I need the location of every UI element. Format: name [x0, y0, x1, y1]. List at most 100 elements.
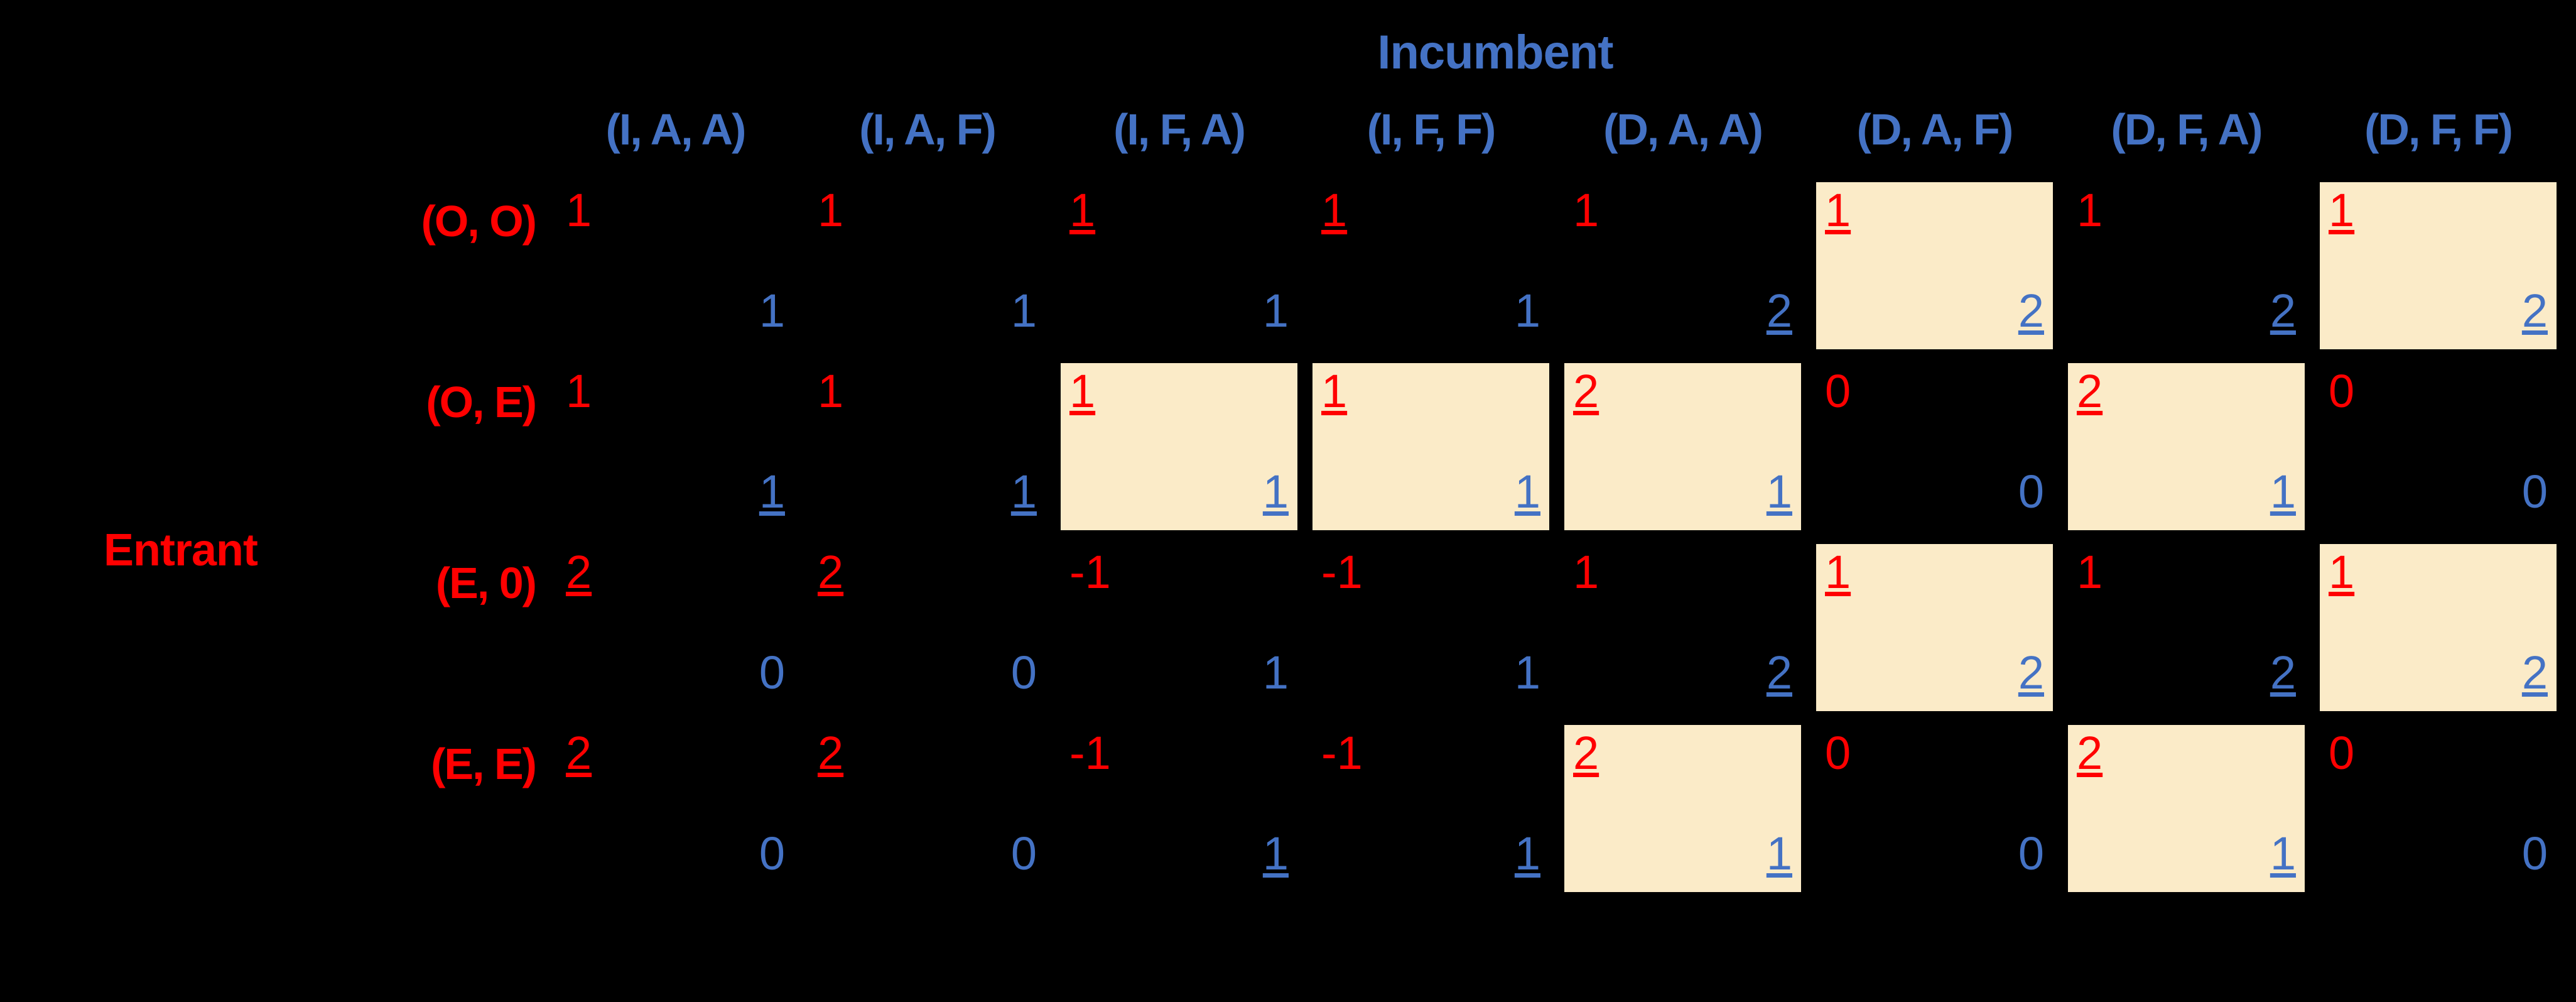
- entrant-payoff: 2: [1573, 365, 1599, 417]
- entrant-payoff: -1: [1069, 546, 1111, 598]
- entrant-payoff: 0: [2329, 365, 2355, 417]
- cell-background: [557, 544, 794, 711]
- row-header-1: (O, O): [421, 197, 537, 246]
- entrant-payoff: 0: [1825, 727, 1851, 779]
- entrant-payoff: 1: [566, 365, 592, 417]
- incumbent-payoff: 0: [2521, 827, 2548, 879]
- column-header-5: (D, A, A): [1603, 105, 1763, 154]
- cell-background: [1564, 544, 1801, 711]
- equilibrium-highlight: [1816, 544, 2053, 711]
- cell-background: [809, 182, 1046, 349]
- cell-background: [2320, 725, 2557, 892]
- incumbent-payoff: 0: [1010, 827, 1037, 879]
- entrant-payoff: 2: [566, 546, 592, 598]
- entrant-payoff: 2: [818, 727, 844, 779]
- incumbent-payoff: 0: [2521, 466, 2548, 518]
- cell-background: [1061, 182, 1297, 349]
- incumbent-payoff: 1: [1514, 827, 1540, 879]
- cell-background: [2068, 182, 2305, 349]
- entrant-payoff: 1: [2077, 184, 2103, 236]
- equilibrium-highlight: [2068, 363, 2305, 530]
- entrant-payoff: 1: [1825, 546, 1851, 598]
- entrant-payoff: 1: [1321, 184, 1348, 236]
- incumbent-payoff: 1: [759, 466, 785, 518]
- incumbent-payoff: 1: [1262, 827, 1289, 879]
- incumbent-payoff: 2: [2270, 646, 2296, 699]
- column-header-8: (D, F, F): [2364, 105, 2513, 154]
- payoff-cell-r3-c4: -1 1: [1305, 544, 1557, 725]
- incumbent-payoff: 1: [1262, 466, 1289, 518]
- incumbent-payoff: 1: [2270, 827, 2296, 879]
- incumbent-payoff: 0: [759, 646, 785, 699]
- entrant-payoff: 2: [2077, 365, 2103, 417]
- cell-background: [809, 544, 1046, 711]
- cell-background: [2320, 363, 2557, 530]
- incumbent-payoff: 2: [1766, 646, 1792, 699]
- entrant-payoff: 1: [1573, 184, 1599, 236]
- entrant-payoff: 1: [2329, 184, 2355, 236]
- equilibrium-highlight: [2320, 182, 2557, 349]
- incumbent-payoff: 2: [2521, 646, 2548, 699]
- cell-background: [557, 725, 794, 892]
- column-header-3: (I, F, A): [1113, 105, 1246, 154]
- column-header-7: (D, F, A): [2111, 105, 2263, 154]
- equilibrium-highlight: [1564, 363, 1801, 530]
- entrant-payoff: 2: [1573, 727, 1599, 779]
- cell-background: [1312, 182, 1549, 349]
- incumbent-payoff: 0: [1010, 646, 1037, 699]
- equilibrium-highlight: [2320, 544, 2557, 711]
- cell-background: [809, 725, 1046, 892]
- payoff-matrix-grid: (I, A, A)(I, A, F)(I, F, A)(I, F, F)(D, …: [421, 105, 2565, 906]
- incumbent-payoff: 1: [1514, 646, 1540, 699]
- entrant-player-label: Entrant: [104, 525, 258, 575]
- entrant-payoff: 1: [818, 365, 844, 417]
- payoff-cell-r3-c3: -1 1: [1053, 544, 1305, 725]
- entrant-payoff: 1: [566, 184, 592, 236]
- entrant-payoff: 2: [818, 546, 844, 598]
- incumbent-payoff: 0: [759, 827, 785, 879]
- equilibrium-highlight: [1564, 725, 1801, 892]
- incumbent-payoff: 1: [1514, 466, 1540, 518]
- incumbent-payoff: 1: [1262, 646, 1289, 699]
- cell-background: [557, 182, 794, 349]
- cell-background: [1564, 182, 1801, 349]
- entrant-payoff: 2: [566, 727, 592, 779]
- incumbent-payoff: 2: [1766, 285, 1792, 337]
- cell-background: [557, 363, 794, 530]
- column-header-2: (I, A, F): [859, 105, 997, 154]
- incumbent-payoff: 0: [2018, 827, 2044, 879]
- entrant-payoff: 1: [2329, 546, 2355, 598]
- incumbent-player-label-text: Incumbent: [1377, 26, 1613, 79]
- incumbent-payoff: 2: [2521, 285, 2548, 337]
- entrant-payoff: 1: [1825, 184, 1851, 236]
- incumbent-payoff: 1: [1010, 285, 1037, 337]
- incumbent-payoff: 1: [759, 285, 785, 337]
- cell-background: [1816, 363, 2053, 530]
- column-header-row: (I, A, A)(I, A, F)(I, F, A)(I, F, F)(D, …: [549, 105, 2565, 182]
- row-header-3: (E, 0): [435, 558, 537, 607]
- entrant-payoff: 1: [1069, 365, 1096, 417]
- incumbent-payoff: 1: [1262, 285, 1289, 337]
- incumbent-payoff: 1: [1766, 466, 1792, 518]
- entrant-payoff: 0: [2329, 727, 2355, 779]
- entrant-payoff: -1: [1321, 546, 1363, 598]
